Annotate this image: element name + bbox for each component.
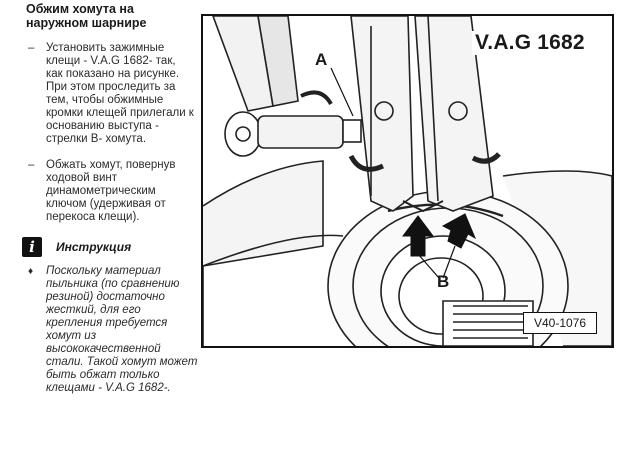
note-bullet: ♦: [28, 266, 34, 277]
section-heading: Обжим хомута на наружном шарнире: [26, 2, 147, 30]
note-text: Поскольку материал пыльника (по сравнени…: [46, 265, 198, 394]
note-header: i Инструкция: [22, 237, 194, 257]
step-1: – Установить зажимные клещи - V.A.G 1682…: [22, 42, 194, 146]
step-2: – Обжать хомут, повернув ходовой винт ди…: [22, 159, 194, 224]
note-title: Инструкция: [56, 240, 132, 254]
illustration-drawing: [203, 16, 612, 346]
callout-a: A: [315, 50, 328, 69]
note-body: ♦ Поскольку материал пыльника (по сравне…: [22, 265, 198, 395]
callout-b: B: [437, 272, 450, 291]
figure-code: V40-1076: [523, 312, 597, 334]
step-marker: –: [28, 159, 35, 171]
step-marker: –: [28, 42, 35, 54]
step-text: Установить зажимные клещи - V.A.G 1682- …: [46, 42, 194, 145]
tool-label: V.A.G 1682: [472, 31, 588, 55]
info-icon: i: [22, 237, 42, 257]
step-text: Обжать хомут, повернув ходовой винт дина…: [46, 159, 176, 223]
crimping-illustration: V.A.G 1682 A B V40-1076: [201, 14, 614, 348]
instruction-column: Обжим хомута на наружном шарнире – Устан…: [22, 2, 197, 395]
